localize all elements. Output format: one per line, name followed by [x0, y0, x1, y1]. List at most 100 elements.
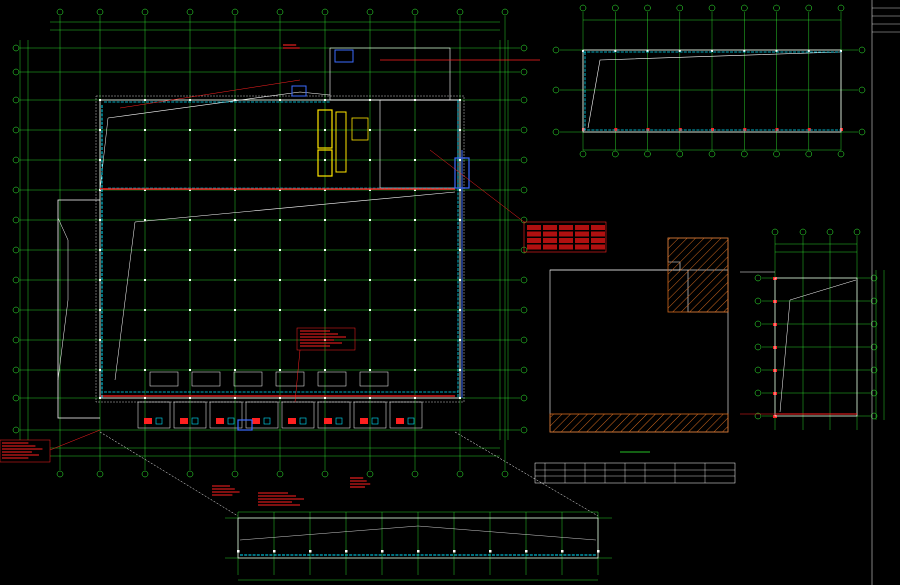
bottom-strip-plan[interactable] [225, 511, 612, 581]
callout-table-cell [527, 231, 541, 237]
column-red [711, 128, 714, 131]
column-marker [324, 129, 326, 131]
column-marker [369, 189, 371, 191]
main-floor-plan[interactable] [0, 8, 607, 517]
grid-bubble [754, 343, 762, 351]
grid-bubble [870, 274, 878, 282]
callout-table-cell [575, 244, 589, 250]
grid-bubble [96, 8, 104, 16]
grid-bubble [754, 366, 762, 374]
hatched-area-upper [667, 237, 729, 313]
column-red [807, 128, 811, 131]
column-marker [381, 550, 384, 553]
column-marker [369, 219, 371, 221]
grid-bubble [754, 297, 762, 305]
bottom-room [317, 401, 351, 429]
grid-bubble [612, 150, 619, 158]
callout-table-cell [575, 238, 589, 243]
grid-bubble [520, 156, 528, 164]
column-marker [189, 249, 191, 251]
column-marker [144, 249, 146, 251]
room-cyan-block [227, 417, 235, 425]
detail-leader-left [99, 431, 239, 517]
column-marker [414, 219, 416, 221]
callout-table-cell [591, 238, 605, 243]
callout-leader-right [429, 149, 525, 223]
grid-bubble [579, 150, 587, 158]
column-marker [414, 309, 416, 311]
roof-ridge-upper [107, 91, 331, 119]
bottom-strip-slope [239, 525, 597, 541]
bottom-room [353, 401, 387, 429]
upper-room [233, 371, 263, 387]
callout-table-red [523, 221, 607, 253]
room-cyan-block [191, 417, 199, 425]
grid-bubble [870, 343, 878, 351]
callout-table-cell [543, 231, 557, 237]
column-marker [345, 550, 348, 553]
grid-bubble [741, 150, 748, 158]
callout-table-cell [559, 238, 573, 243]
column-marker [189, 189, 191, 191]
bottom-room [173, 401, 207, 429]
room-cyan-block [335, 417, 343, 425]
main-pipe-red-diagonal [119, 79, 301, 109]
grid-bubble [552, 128, 560, 136]
grid-bubble [676, 4, 684, 12]
bottom-room [245, 401, 279, 429]
right-plan-slope [779, 279, 857, 413]
grid-bubble [12, 96, 20, 104]
grid-bubble [366, 470, 374, 478]
grid-bubble [321, 8, 329, 16]
top-right-plan[interactable] [552, 4, 866, 158]
callout-table-cell [575, 225, 589, 230]
callout-table-cell [591, 225, 605, 230]
grid-bubble [520, 44, 528, 52]
grid-bubble [870, 412, 878, 420]
column-marker [144, 219, 146, 221]
grid-bubble [520, 336, 528, 344]
room-red-block [324, 418, 332, 424]
grid-bubble [12, 68, 20, 76]
column-marker [279, 129, 281, 131]
upper-room [359, 371, 389, 387]
column-red [614, 128, 618, 131]
column-marker [234, 279, 236, 281]
column-red [646, 128, 650, 131]
column-marker [525, 550, 528, 553]
column-marker [369, 279, 371, 281]
column-marker [279, 159, 281, 161]
column-marker [144, 309, 146, 311]
callout-table-cell [591, 244, 605, 250]
grid-bubble [552, 86, 560, 94]
callout-red-left [0, 439, 51, 463]
hatched-plan[interactable] [549, 237, 729, 453]
grid-bubble [612, 4, 619, 12]
column-marker [144, 159, 146, 161]
callout-table-cell [527, 238, 541, 243]
grid-bubble [754, 320, 762, 328]
callout-table-cell [543, 225, 557, 230]
title-block[interactable] [871, 0, 900, 585]
grid-bubble [456, 8, 464, 16]
grid-bubble [231, 470, 239, 478]
room-cyan-block [155, 417, 163, 425]
upper-room [149, 371, 179, 387]
column-red [678, 128, 682, 131]
grid-bubble [12, 126, 20, 134]
column-marker [279, 189, 281, 191]
grid-bubble [12, 366, 20, 374]
right-narrow-plan[interactable] [740, 228, 885, 430]
callout-table-cell [575, 231, 589, 237]
callout-red-center [296, 327, 356, 351]
left-annex-wall [57, 199, 100, 419]
grid-bubble [708, 150, 716, 158]
grid-bubble [501, 470, 509, 478]
grid-bubble [520, 126, 528, 134]
callout-table-cell [527, 244, 541, 250]
grid-bubble [870, 366, 878, 374]
grid-bubble [644, 150, 651, 158]
equipment-schedule-table[interactable] [534, 462, 736, 484]
grid-bubble [579, 4, 587, 12]
